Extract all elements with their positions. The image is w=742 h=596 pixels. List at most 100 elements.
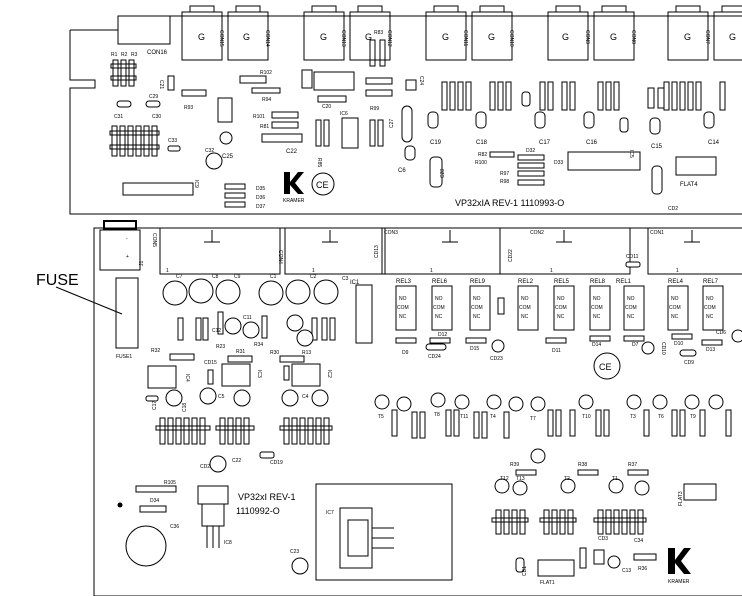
svg-text:C5: C5 [218, 394, 225, 400]
svg-text:REL5: REL5 [554, 279, 570, 285]
ic2 [291, 363, 321, 387]
svg-text:C22: C22 [286, 149, 298, 155]
svg-text:T8: T8 [434, 412, 440, 418]
svg-text:T6: T6 [658, 414, 664, 420]
svg-text:NC: NC [671, 314, 679, 320]
svg-text:R98: R98 [500, 179, 509, 185]
upper-board-title: VP32xIA REV-1 1110993-O [455, 198, 564, 208]
svg-text:CON4: CON4 [277, 250, 283, 264]
svg-text:T13: T13 [516, 476, 525, 482]
svg-text:NC: NC [593, 314, 601, 320]
svg-text:R83: R83 [374, 30, 383, 36]
ic8-heatsink [197, 485, 229, 505]
svg-text:D7: D7 [632, 342, 639, 348]
svg-text:REL3: REL3 [396, 279, 412, 285]
svg-text:CD24: CD24 [428, 354, 441, 360]
svg-text:NO: NO [706, 296, 714, 302]
diode-group-d35-d37: D35 D36 D37 [224, 183, 265, 210]
svg-text:C14: C14 [708, 140, 720, 146]
capacitor-row-lower-left: C7 C8 C9 C1 C2 C3 [162, 274, 349, 306]
svg-text:R81: R81 [260, 124, 269, 130]
svg-text:D11: D11 [552, 348, 561, 354]
svg-text:COM: COM [471, 305, 483, 311]
svg-text:D35: D35 [256, 186, 265, 192]
ce-mark-upper: CE [311, 172, 335, 196]
rca-connector-row: G CON15 G CON14 G CON13 G CON12 G CO [181, 5, 742, 61]
svg-text:1: 1 [430, 268, 433, 274]
svg-text:C1: C1 [270, 274, 277, 280]
svg-text:1: 1 [312, 268, 315, 274]
svg-text:R1: R1 [111, 52, 118, 58]
svg-text:C7: C7 [176, 274, 183, 280]
svg-text:G: G [198, 32, 205, 42]
svg-text:D33: D33 [554, 160, 563, 166]
connector-con5: 1 CON5 [151, 227, 281, 275]
svg-text:NO: NO [593, 296, 601, 302]
relay-rel5: REL5 NO COM NC [553, 279, 575, 331]
svg-text:CD2: CD2 [668, 206, 678, 212]
svg-text:CON5: CON5 [151, 233, 157, 247]
lower-board-part-number: 1110992-O [236, 506, 280, 516]
lower-board: - + J1 FUSE1 FUSE 1 CON5 1 CON4 [36, 220, 742, 596]
svg-text:C3: C3 [342, 276, 349, 282]
connector-con4: 1 CON4 [277, 227, 386, 275]
svg-text:NC: NC [557, 314, 565, 320]
svg-text:CON13: CON13 [340, 30, 346, 47]
svg-text:R100: R100 [475, 160, 487, 166]
rca-connector-con9: G CON9 [547, 5, 590, 61]
lower-board-title: VP32xI REV-1 [238, 492, 296, 502]
svg-text:T9: T9 [690, 414, 696, 420]
svg-text:T5: T5 [378, 414, 384, 420]
svg-text:J1: J1 [139, 261, 145, 267]
svg-text:REL9: REL9 [470, 279, 486, 285]
svg-text:D36: D36 [256, 195, 265, 201]
svg-text:CON11: CON11 [462, 30, 468, 47]
ic3 [221, 363, 251, 387]
svg-text:C6: C6 [398, 168, 406, 174]
svg-text:IC1: IC1 [350, 280, 360, 286]
con16-label: CON16 [147, 50, 168, 56]
svg-text:REL7: REL7 [703, 279, 719, 285]
svg-text:CD22: CD22 [508, 249, 514, 262]
svg-text:COM: COM [397, 305, 409, 311]
svg-text:REL4: REL4 [668, 279, 684, 285]
ic9 [122, 182, 194, 196]
rca-connector-con11: G CON11 [425, 5, 468, 61]
svg-text:C2: C2 [310, 274, 317, 280]
svg-text:R101: R101 [253, 114, 265, 120]
svg-text:D34: D34 [150, 498, 159, 504]
svg-text:D13: D13 [706, 347, 715, 353]
power-jack-j1 [99, 229, 141, 271]
svg-text:COM: COM [704, 305, 716, 311]
svg-text:G: G [562, 32, 569, 42]
svg-text:CD13: CD13 [374, 245, 380, 258]
svg-text:C34: C34 [634, 538, 643, 544]
connector-con2: 1 CON2 [499, 227, 631, 275]
svg-text:IC8: IC8 [224, 540, 232, 546]
svg-text:D12: D12 [438, 332, 447, 338]
svg-text:COM: COM [433, 305, 445, 311]
svg-text:R105: R105 [164, 480, 176, 486]
svg-text:IC7: IC7 [326, 510, 334, 516]
ic-small-left [217, 97, 233, 123]
svg-text:G: G [442, 32, 449, 42]
fuse1 [115, 277, 139, 349]
svg-text:NO: NO [473, 296, 481, 302]
c21-label: C21 [158, 80, 164, 89]
svg-text:C31: C31 [114, 114, 123, 120]
regulator-area [315, 483, 453, 581]
fuse-callout-line [55, 286, 123, 315]
rca-connector-partial: G [713, 5, 742, 61]
svg-text:C24: C24 [418, 76, 424, 85]
svg-text:G: G [729, 32, 736, 42]
svg-text:FLAT3: FLAT3 [678, 491, 684, 506]
svg-text:IC3: IC3 [256, 370, 262, 378]
svg-text:D37: D37 [256, 204, 265, 210]
svg-text:CON9: CON9 [584, 30, 590, 44]
rca-connector-con13: G CON13 [303, 5, 346, 61]
svg-text:IC9: IC9 [193, 180, 199, 188]
svg-text:G: G [488, 32, 495, 42]
svg-text:G: G [320, 32, 327, 42]
svg-text:C8: C8 [212, 274, 219, 280]
svg-text:R38: R38 [578, 462, 587, 468]
